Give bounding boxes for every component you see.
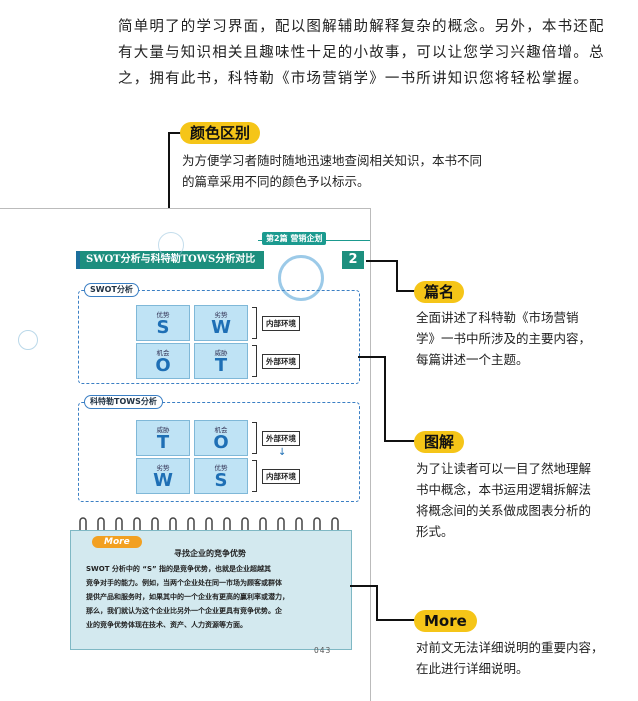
leader-line (350, 585, 378, 587)
note-line: 提供产品和服务时，如果其中的一个企业有更高的赢利率或潜力， (86, 593, 289, 601)
leader-line (376, 585, 378, 621)
cell-small: 优势 (156, 311, 170, 319)
desc-line: 为了让读者可以一目了然地理解 (416, 461, 592, 476)
swot-box (78, 290, 360, 384)
cell-small: 劣势 (214, 311, 228, 319)
callout-more-desc: 对前文无法详细说明的重要内容， 在此进行详细说明。 (416, 637, 636, 679)
env-external: 外部环境 (262, 354, 300, 369)
note-title: 寻找企业的竞争优势 (174, 549, 246, 558)
tows-label: 科特勒TOWS分析 (84, 395, 163, 409)
callout-diagram-desc: 为了让读者可以一目了然地理解 书中概念，本书运用逻辑拆解法 将概念间的关系做成图… (416, 458, 631, 542)
intro-line: 有大量与知识相关且趣味性十足的小故事，可以让您学习兴趣倍增。总 (118, 45, 605, 61)
leader-line (396, 260, 398, 292)
cell-letter: S (156, 317, 170, 338)
note-line: 业的竞争优势体现在技术、资产、人力资源等方面。 (86, 621, 247, 629)
page-number: 043 (314, 646, 332, 655)
cell-letter: T (214, 355, 228, 376)
desc-line: 书中概念，本书运用逻辑拆解法 (416, 482, 592, 497)
desc-line: 全面讲述了科特勒《市场营销 (416, 310, 579, 325)
chapter-tab: 第2篇 营销企划 (262, 232, 327, 245)
arrow-down-icon: ↓ (278, 447, 287, 458)
cell-small: 机会 (156, 349, 170, 357)
tows-box (78, 402, 360, 502)
cell-small: 优势 (214, 464, 228, 472)
desc-line: 将概念间的关系做成图表分析的 (416, 503, 592, 518)
callout-part-label: 篇名 (414, 281, 465, 303)
callout-diagram-label: 图解 (414, 431, 465, 453)
more-tag: More (92, 536, 142, 548)
brace (252, 345, 257, 377)
intro-paragraph: 简单明了的学习界面，配以图解辅助解释复杂的概念。另外，本书还配 有大量与知识相关… (118, 14, 623, 92)
leader-line (396, 290, 416, 292)
more-note-card (70, 530, 352, 650)
note-body: SWOT 分析中的 “S” 指的是竞争优势，也就是企业超越其 竞争对手的能力。例… (86, 562, 338, 632)
desc-line: 学》一书中所涉及的主要内容， (416, 331, 592, 346)
cell-small: 机会 (214, 426, 228, 434)
callout-color-label: 颜色区别 (180, 122, 261, 144)
cell-letter: O (213, 432, 229, 453)
decorative-circle (18, 330, 38, 350)
desc-line: 每篇讲述一个主题。 (416, 352, 529, 367)
leader-line (384, 440, 416, 442)
note-line: 竞争对手的能力。例如，当两个企业处在同一市场为顾客或群体 (86, 579, 282, 587)
leader-line (358, 356, 386, 358)
desc-line: 在此进行详细说明。 (416, 661, 529, 676)
ring-icons (79, 517, 339, 531)
desc-line: 的篇章采用不同的颜色予以标示。 (182, 174, 370, 189)
brace (252, 460, 257, 492)
cell-letter: O (155, 355, 171, 376)
cell-letter: W (153, 470, 173, 491)
leader-line (366, 260, 398, 262)
leader-line (168, 132, 170, 236)
swot-label: SWOT分析 (84, 283, 139, 297)
callout-part-desc: 全面讲述了科特勒《市场营销 学》一书中所涉及的主要内容， 每篇讲述一个主题。 (416, 307, 631, 370)
cell-small: 威胁 (214, 349, 228, 357)
env-internal: 内部环境 (262, 469, 300, 484)
callout-color-desc: 为方便学习者随时随地迅速地查阅相关知识，本书不同 的篇章采用不同的颜色予以标示。 (182, 150, 602, 192)
spiral-rings (72, 515, 352, 533)
brace (252, 422, 257, 454)
leader-line (384, 356, 386, 442)
cell-letter: W (211, 317, 231, 338)
env-external: 外部环境 (262, 431, 300, 446)
diagram-title: SWOT分析与科特勒TOWS分析对比图 (76, 251, 264, 283)
cell-small: 威胁 (156, 426, 170, 434)
intro-line: 简单明了的学习界面，配以图解辅助解释复杂的概念。另外，本书还配 (118, 19, 605, 35)
cell-small: 劣势 (156, 464, 170, 472)
desc-line: 形式。 (416, 524, 454, 539)
note-line: SWOT 分析中的 “S” 指的是竞争优势，也就是企业超越其 (86, 565, 272, 573)
cell-letter: T (156, 432, 170, 453)
cell-letter: S (214, 470, 228, 491)
leader-line (168, 132, 184, 134)
brace (252, 307, 257, 339)
part-number: 2 (342, 251, 364, 269)
note-line: 那么，我们就认为这个企业比另外一个企业更具有竞争优势。企 (86, 607, 282, 615)
decorative-circle (158, 232, 184, 258)
callout-more-label: More (414, 610, 477, 632)
leader-line (376, 619, 416, 621)
desc-line: 对前文无法详细说明的重要内容， (416, 640, 604, 655)
env-internal: 内部环境 (262, 316, 300, 331)
decorative-circle (278, 255, 324, 301)
intro-line: 之，拥有此书，科特勒《市场营销学》一书所讲知识您将轻松掌握。 (118, 71, 589, 87)
desc-line: 为方便学习者随时随地迅速地查阅相关知识，本书不同 (182, 153, 483, 168)
